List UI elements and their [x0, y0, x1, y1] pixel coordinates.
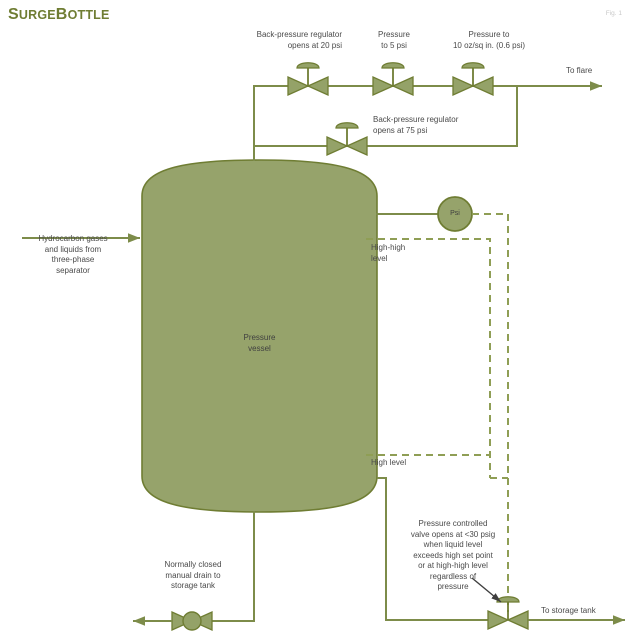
label-back-pressure-regulator-75psi: Back-pressure regulator opens at 75 psi: [373, 115, 459, 135]
valve-back-pressure-20psi[interactable]: [287, 62, 329, 97]
label-inlet-stream: Hydrocarbon gases and liquids from three…: [38, 234, 108, 275]
label-back-pressure-regulator-20psi: Back-pressure regulator opens at 20 psi: [256, 30, 342, 50]
label-pressure-vessel: Pressure vessel: [243, 333, 276, 353]
label-pressure-10oz: Pressure to 10 oz/sq in. (0.6 psi): [452, 30, 526, 50]
liquid-outlet-pipe: [377, 477, 488, 621]
high-level-signal: [366, 454, 491, 478]
figure-number: Fig. 1: [605, 10, 622, 17]
valve-manual-drain[interactable]: [171, 610, 213, 632]
valve-pressure-5psi[interactable]: [372, 62, 414, 97]
page-title-b: B: [55, 6, 68, 23]
page-title-urge: URGE: [18, 8, 56, 22]
page-title-ottle: OTTLE: [67, 8, 110, 22]
label-pressure-gauge: Psi: [450, 210, 460, 217]
page-title-s: S: [8, 6, 19, 23]
label-pressure-5psi: Pressure to 5 psi: [377, 30, 410, 50]
control-valve-leader-arrow: [471, 577, 502, 603]
label-control-valve-note: Pressure controlled valve opens at <30 p…: [410, 519, 496, 591]
valve-pressure-control[interactable]: [487, 596, 529, 631]
manual-drain-pipe: [212, 511, 255, 622]
page-title: SURGEBOTTLE: [8, 6, 110, 24]
label-high-high-level: High-high level: [371, 243, 406, 263]
valve-back-pressure-75psi[interactable]: [326, 122, 368, 157]
high-high-level-signal: [366, 238, 491, 478]
label-high-level: High level: [371, 458, 407, 467]
gauge-signal-line: [472, 213, 509, 612]
label-to-storage-tank: To storage tank: [541, 606, 596, 615]
label-to-flare: To flare: [566, 66, 593, 75]
pressure-vessel-shape: [141, 159, 378, 513]
label-manual-drain: Normally closed manual drain to storage …: [164, 560, 222, 590]
valve-pressure-10oz[interactable]: [452, 62, 494, 97]
